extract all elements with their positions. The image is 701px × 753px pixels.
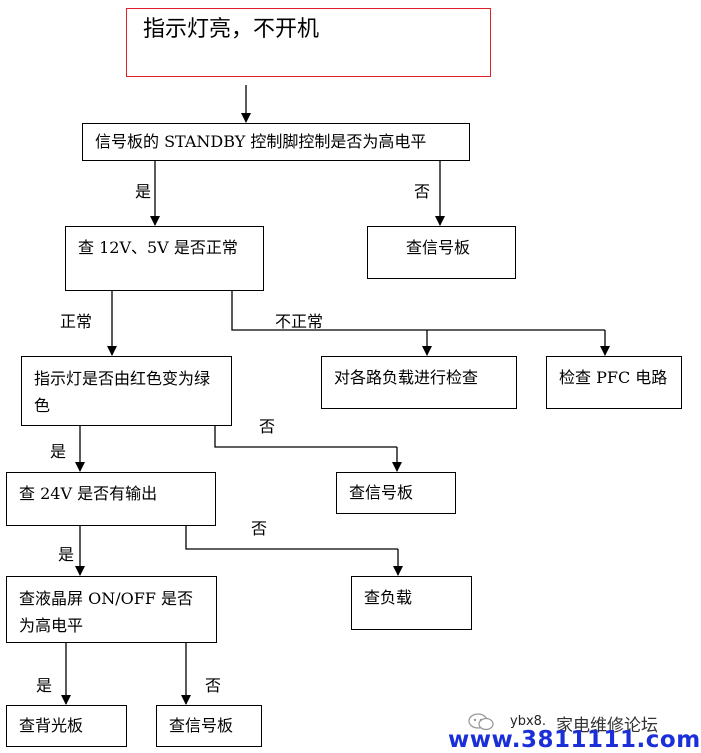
backlight-node: 查背光板: [6, 705, 127, 747]
onoff-check-node: 查液晶屏 ON/OFF 是否为高电平: [6, 576, 217, 643]
signal-board-text-2: 查信号板: [349, 483, 414, 502]
voltage-check-node: 查 12V、5V 是否正常: [65, 226, 264, 291]
standby-check-node: 信号板的 STANDBY 控制脚控制是否为高电平: [82, 123, 470, 161]
load-check-node: 对各路负载进行检查: [321, 356, 517, 409]
standby-check-text: 信号板的 STANDBY 控制脚控制是否为高电平: [95, 132, 427, 151]
connector-layer: [61, 85, 610, 705]
signal-board-node-2: 查信号板: [336, 472, 456, 514]
start-node-text: 指示灯亮，不开机: [143, 17, 320, 42]
edge-label-no-1: 否: [414, 182, 431, 201]
load-text: 查负载: [364, 588, 413, 607]
edge-label-yes-1: 是: [135, 182, 152, 201]
pfc-check-node: 检查 PFC 电路: [546, 356, 682, 409]
edge-label-no-2: 否: [259, 417, 276, 436]
line-voltage-abnormal: [231, 290, 605, 331]
led-color-text: 指示灯是否由红色变为绿色: [34, 369, 211, 415]
start-node: 指示灯亮，不开机: [126, 8, 491, 77]
voltage-check-text: 查 12V、5V 是否正常: [78, 238, 238, 257]
pfc-check-text: 检查 PFC 电路: [559, 368, 668, 387]
wechat-icon: [468, 712, 494, 732]
signal-board-text-3: 查信号板: [169, 716, 234, 735]
line-led-no: [214, 425, 397, 448]
watermark-forum: 家电维修论坛: [556, 716, 658, 736]
onoff-check-text: 查液晶屏 ON/OFF 是否为高电平: [19, 589, 194, 635]
watermark-site-small: ybx8.: [510, 714, 547, 729]
24v-check-node: 查 24V 是否有输出: [6, 472, 216, 526]
signal-board-text-1: 查信号板: [406, 238, 471, 257]
signal-board-node-1: 查信号板: [367, 226, 516, 279]
24v-check-text: 查 24V 是否有输出: [19, 484, 158, 503]
backlight-text: 查背光板: [19, 716, 84, 735]
edge-label-yes-4: 是: [36, 676, 53, 695]
watermark-url: www.3811111.com: [448, 727, 701, 753]
edge-label-no-3: 否: [251, 519, 268, 538]
edge-label-no-4: 否: [205, 676, 222, 695]
edge-label-yes-3: 是: [58, 545, 75, 564]
edge-label-abnormal: 不正常: [275, 312, 324, 331]
edge-label-normal: 正常: [60, 312, 93, 331]
edge-label-yes-2: 是: [50, 442, 67, 461]
signal-board-node-3: 查信号板: [156, 705, 262, 747]
led-color-node: 指示灯是否由红色变为绿色: [21, 356, 232, 426]
load-check-text: 对各路负载进行检查: [334, 368, 479, 387]
load-node: 查负载: [351, 576, 472, 630]
line-24v-no: [185, 525, 398, 550]
